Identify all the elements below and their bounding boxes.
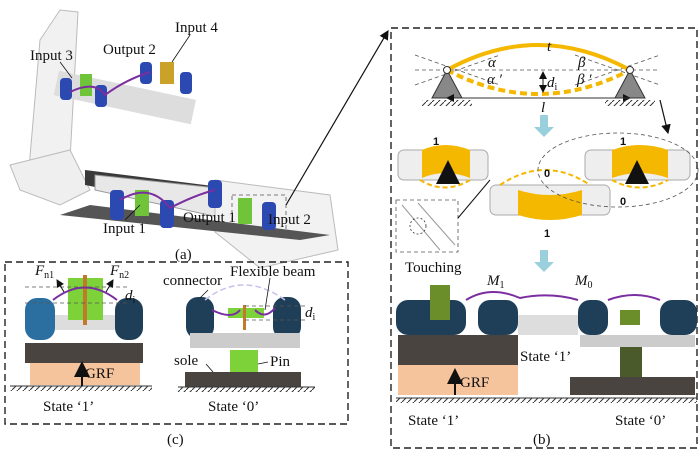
states-render: GRF M1 M0 State ‘1’ State ‘1’ State ‘0’ <box>396 273 697 429</box>
label-di-c: di <box>305 305 316 323</box>
label-di-prime: di <box>125 288 136 306</box>
label-input2: Input 2 <box>268 212 311 228</box>
beam-state0 <box>446 68 631 96</box>
state-digit: 0 <box>620 196 626 208</box>
label-touching: Touching <box>405 260 462 276</box>
label-state0-c: State ‘0’ <box>208 399 259 415</box>
label-connector: connector <box>163 273 222 289</box>
panel-c-frame <box>4 261 349 425</box>
caption-a: (a) <box>175 247 192 263</box>
label-state0: State ‘0’ <box>615 413 666 429</box>
blue-arrow-1 <box>534 115 554 137</box>
beam-state1 <box>446 43 631 72</box>
label-state1-mid: State ‘1’ <box>520 349 571 365</box>
device-render <box>9 9 339 269</box>
caption-b: (b) <box>533 432 551 448</box>
label-beta-prime: β ′ <box>576 72 592 88</box>
label-m1: M1 <box>486 273 505 291</box>
blue-arrow-2 <box>534 250 554 272</box>
chain-diagram: 1 0 0 1 1 Touching <box>395 99 699 276</box>
label-state1-left: State ‘1’ <box>408 413 459 429</box>
label-output1: Output 1 <box>183 210 236 226</box>
label-alpha-prime: α ′ <box>487 72 503 88</box>
state1-render: Fn1 Fn2 di GRF State ‘1’ <box>10 263 152 415</box>
state-digit: 1 <box>620 136 626 148</box>
label-fn2: Fn2 <box>109 263 129 281</box>
label-di: di <box>547 75 558 93</box>
label-alpha: α <box>488 55 497 71</box>
touching-inset <box>395 199 459 253</box>
beam-diagram: t α α ′ β β ′ di l <box>414 39 661 116</box>
label-input1: Input 1 <box>103 221 146 237</box>
callout-arrow <box>285 29 389 206</box>
label-input3: Input 3 <box>30 48 73 64</box>
label-grf-b: GRF <box>460 375 489 391</box>
label-length: l <box>541 100 545 116</box>
label-output2: Output 2 <box>103 42 156 58</box>
label-fn1: Fn1 <box>34 263 54 281</box>
label-state1: State ‘1’ <box>43 399 94 415</box>
state-digit: 1 <box>433 136 439 148</box>
label-m0: M0 <box>574 273 593 291</box>
state-digit: 1 <box>544 228 550 240</box>
label-thickness: t <box>547 39 552 55</box>
label-sole: sole <box>174 353 199 369</box>
state0-render: Flexible beam connector di sole Pin Stat… <box>163 264 316 415</box>
label-grf-c: GRF <box>85 366 114 382</box>
panel-a: Input 3 Output 2 Input 4 Input 1 Output … <box>9 9 389 269</box>
label-input4: Input 4 <box>175 20 218 36</box>
panel-b: t α α ′ β β ′ di l 1 0 0 1 1 <box>390 27 699 449</box>
panel-c: Fn1 Fn2 di GRF State ‘1’ Flexible beam <box>4 261 349 448</box>
zoom-region-box <box>231 194 287 232</box>
label-pin: Pin <box>270 354 291 370</box>
label-beta: β <box>577 55 586 71</box>
state-digit: 0 <box>544 168 550 180</box>
label-flexible-beam: Flexible beam <box>230 264 316 280</box>
caption-c: (c) <box>167 432 184 448</box>
